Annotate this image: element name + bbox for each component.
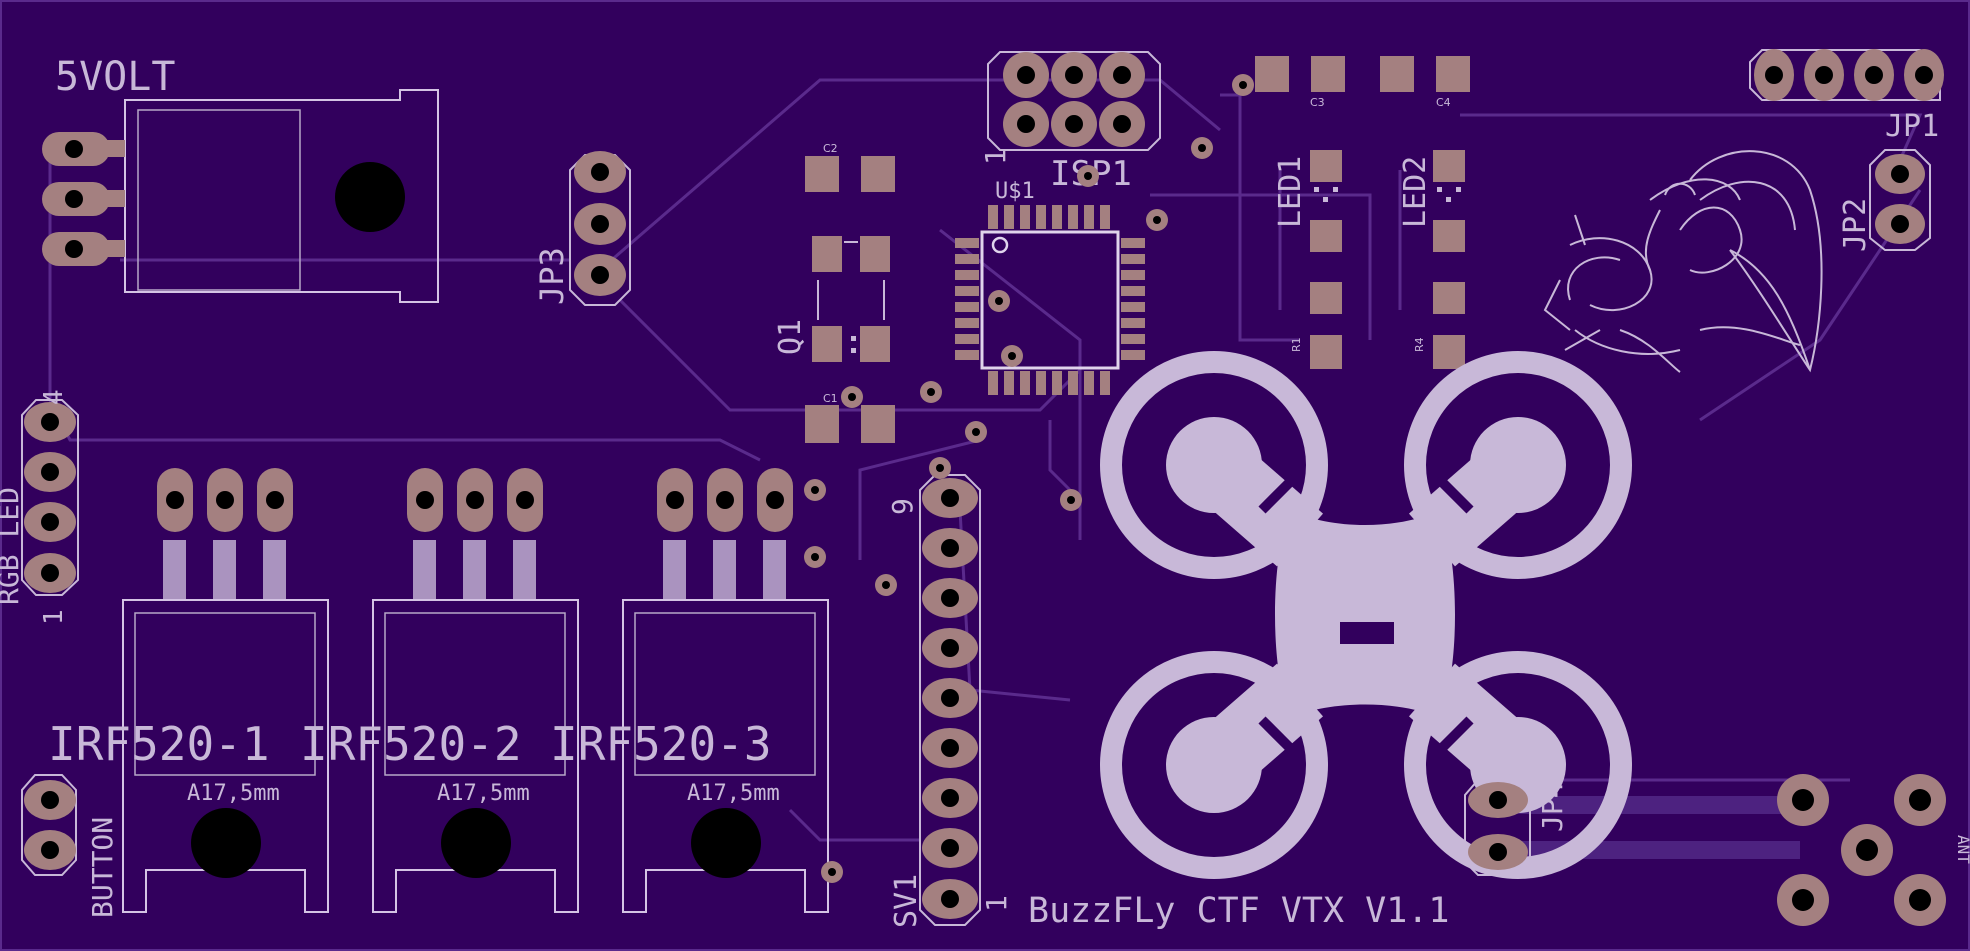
jp1-label: JP1 xyxy=(1885,109,1939,144)
mcu-footprint: U$1 xyxy=(955,179,1145,395)
antenna-connector: ANT xyxy=(1777,774,1970,926)
vreg-label: 5VOLT xyxy=(55,54,175,100)
irf520-2-footprint: IRF520-2 A17,5mm xyxy=(300,468,579,913)
button-header: BUTTON xyxy=(21,774,119,918)
mcu-pin1-marker xyxy=(991,236,1009,254)
c3-capacitor: C3 xyxy=(1255,56,1345,109)
r4-resistor: R4 xyxy=(1413,282,1465,369)
r1-label: R1 xyxy=(1290,337,1303,352)
jp3-header: JP3 xyxy=(533,151,631,306)
jp2-header: JP2 xyxy=(1838,149,1931,252)
q1-footprint: Q1 xyxy=(773,236,890,362)
irf520-3-size: A17,5mm xyxy=(687,781,780,806)
r4-label: R4 xyxy=(1413,337,1426,352)
rgb-led-label: RGB LED xyxy=(0,487,25,605)
via-drills xyxy=(811,81,1247,876)
sv1-label: SV1 xyxy=(889,874,924,928)
c4-capacitor: C4 xyxy=(1380,56,1470,109)
rgb-pin-4-label: 4 xyxy=(39,389,69,405)
rgb-pin-1-label: 1 xyxy=(39,609,69,625)
isp-header: ISP1 1 xyxy=(979,51,1161,194)
vreg-pins xyxy=(42,132,125,266)
mcu-body xyxy=(980,230,1120,370)
sv1-pin-1-label: 1 xyxy=(980,895,1013,912)
jp3-label: JP3 xyxy=(533,247,571,305)
jp2-label: JP2 xyxy=(1838,198,1873,252)
c1-label: C1 xyxy=(823,392,838,405)
led2-label: LED2 xyxy=(1398,156,1433,228)
irf520-1-size: A17,5mm xyxy=(187,781,280,806)
led1-footprint: LED1 xyxy=(1273,150,1342,252)
irf520-1-label: IRF520-1 xyxy=(48,717,270,771)
mcu-label: U$1 xyxy=(995,179,1035,204)
c2-capacitor: C2 xyxy=(805,142,895,192)
jp4-header: JP4 xyxy=(1464,779,1569,876)
irf520-3-label: IRF520-3 xyxy=(550,717,772,771)
led1-label: LED1 xyxy=(1273,156,1308,228)
q1-label: Q1 xyxy=(773,319,808,355)
mcu-pads xyxy=(955,205,1145,395)
sv1-pin-9-label: 9 xyxy=(886,498,919,515)
irf520-1-footprint: IRF520-1 A17,5mm xyxy=(48,468,329,913)
c3-label: C3 xyxy=(1310,96,1325,109)
rgb-led-header: RGB LED 4 1 xyxy=(0,389,79,625)
vreg-mounting-hole xyxy=(335,162,405,232)
button-label: BUTTON xyxy=(86,817,119,918)
jp1-header: JP1 xyxy=(1749,49,1944,144)
r1-resistor: R1 xyxy=(1290,282,1342,369)
led2-footprint: LED2 xyxy=(1398,150,1465,252)
vreg-outline xyxy=(124,89,439,303)
isp-pin-label: 1 xyxy=(979,148,1012,165)
vreg-footprint: 5VOLT xyxy=(42,54,439,303)
irf520-2-label: IRF520-2 xyxy=(300,717,522,771)
bee-mascot-art xyxy=(1543,150,1823,373)
board-title: BuzzFLy CTF VTX V1.1 xyxy=(1028,891,1449,931)
jp4-label: JP4 xyxy=(1536,781,1569,832)
c1-capacitor: C1 xyxy=(805,392,895,443)
ant-label: ANT xyxy=(1954,835,1970,864)
sv1-header: SV1 9 1 xyxy=(886,474,1013,928)
rf-feed-traces xyxy=(1500,796,1800,859)
drone-logo xyxy=(1100,351,1632,879)
vreg-tab-outline xyxy=(137,109,301,291)
irf520-3-footprint: IRF520-3 A17,5mm xyxy=(550,468,829,913)
c2-label: C2 xyxy=(823,142,838,155)
c4-label: C4 xyxy=(1436,96,1451,109)
irf520-2-size: A17,5mm xyxy=(437,781,530,806)
